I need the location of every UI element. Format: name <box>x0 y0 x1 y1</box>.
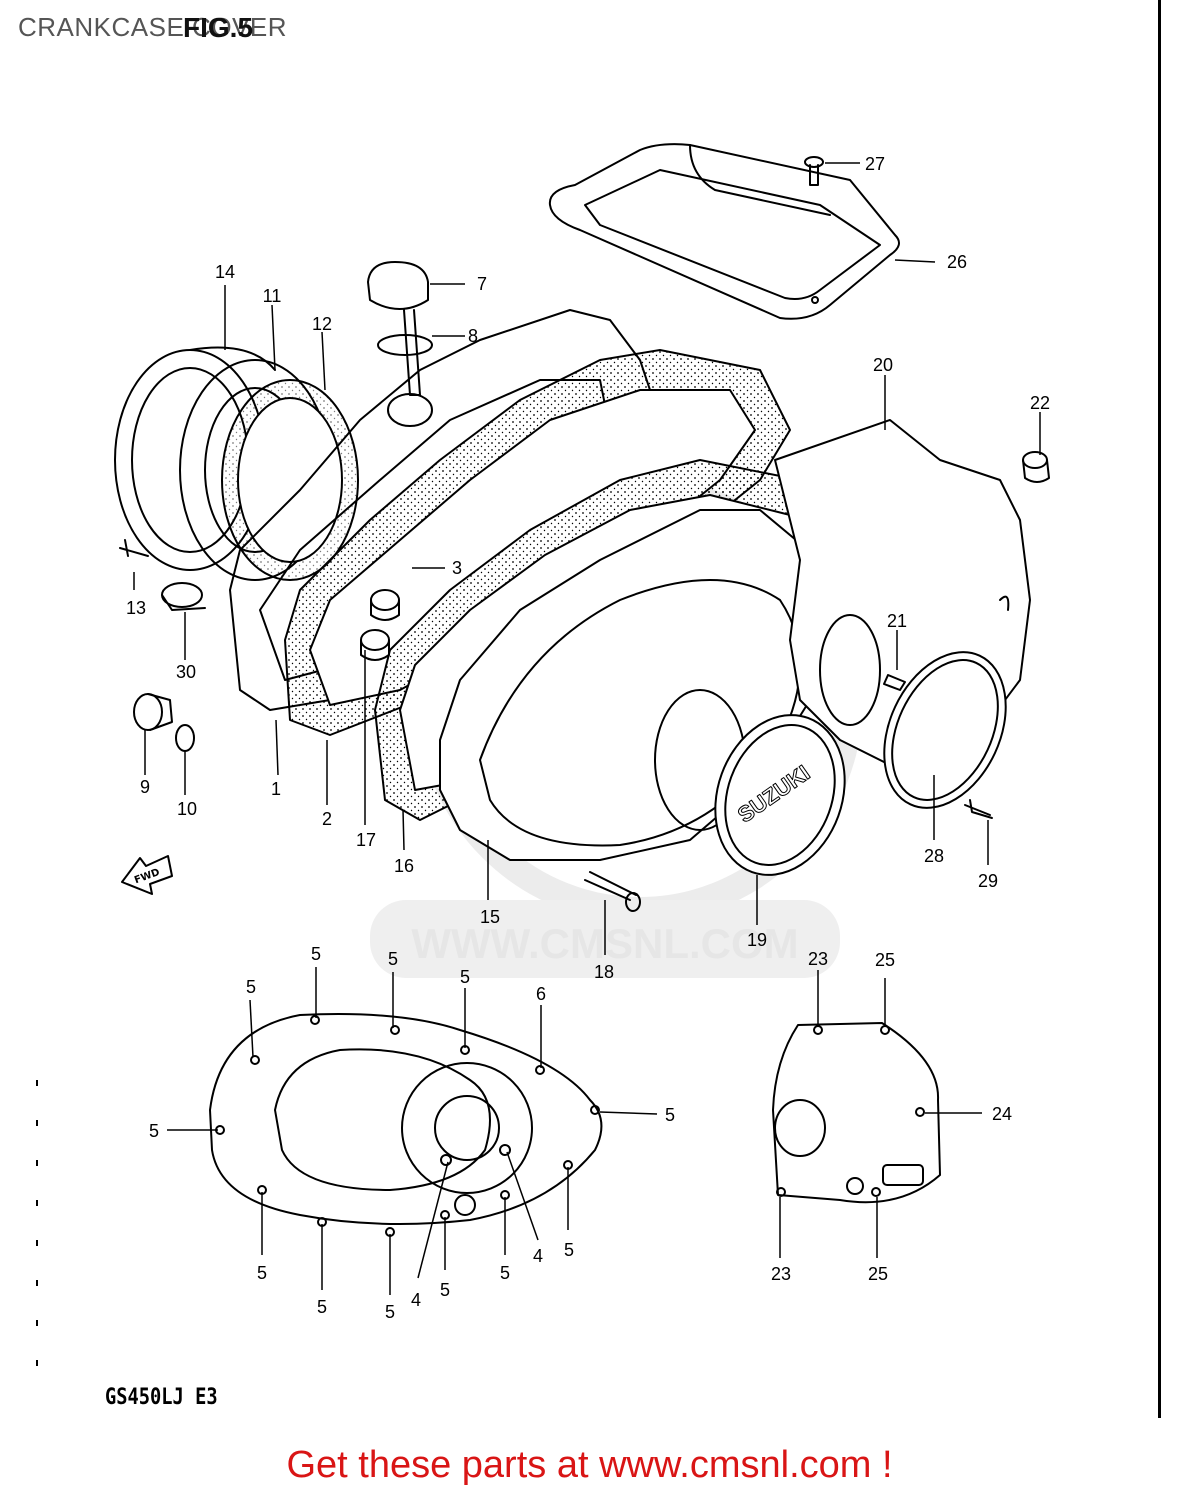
dowel-part-22 <box>1022 451 1050 483</box>
left-tick-marks <box>36 1080 38 1400</box>
top-cover-part <box>548 143 900 320</box>
gasket-part-24 <box>772 1022 941 1204</box>
part-label-5: 5 <box>500 1263 510 1283</box>
small-cover-part-28 <box>883 651 1007 809</box>
bolt-part-13 <box>119 539 149 557</box>
part-label-20: 20 <box>873 355 893 375</box>
clutch-cover-gasket-part-6 <box>209 1013 603 1237</box>
part-number-labels: 27 26 14 11 12 7 8 20 22 3 13 30 21 9 10… <box>126 154 1050 1322</box>
screw-part-27 <box>804 156 824 186</box>
figure-label: FIG.5 <box>183 12 254 43</box>
part-label-14: 14 <box>215 262 235 282</box>
bolt-part-18 <box>584 871 641 912</box>
part-label-16: 16 <box>394 856 414 876</box>
suzuki-badge-part-19: SUZUKI <box>714 714 846 876</box>
model-code: GS450LJ E3 <box>105 1385 218 1410</box>
bolt-part-29 <box>964 799 993 819</box>
part-label-2: 2 <box>322 809 332 829</box>
dowel-pin-part-3 <box>370 589 400 621</box>
part-label-18: 18 <box>594 962 614 982</box>
part-label-30: 30 <box>176 662 196 682</box>
drain-plug-part-9 <box>133 693 173 731</box>
part-label-23a: 23 <box>808 949 828 969</box>
part-label-24: 24 <box>992 1104 1012 1124</box>
part-label-11: 11 <box>263 286 282 306</box>
part-label-5: 5 <box>460 967 470 987</box>
leader-lines <box>133 162 1041 1295</box>
part-label-5: 5 <box>257 1263 267 1283</box>
part-label-5: 5 <box>388 949 398 969</box>
part-label-26: 26 <box>947 252 967 272</box>
part-label-5: 5 <box>385 1302 395 1322</box>
part-label-19: 19 <box>747 930 767 950</box>
part-label-7: 7 <box>477 274 487 294</box>
part-label-22: 22 <box>1030 393 1050 413</box>
part-label-6: 6 <box>536 984 546 1004</box>
part-label-15: 15 <box>480 907 500 927</box>
part-label-5: 5 <box>246 977 256 997</box>
part-label-4a: 4 <box>411 1290 421 1310</box>
part-label-23b: 23 <box>771 1264 791 1284</box>
part-label-5: 5 <box>317 1297 327 1317</box>
part-label-5: 5 <box>149 1121 159 1141</box>
switch-part-30 <box>161 582 206 611</box>
part-label-9: 9 <box>140 777 150 797</box>
washer-part-10 <box>175 724 195 752</box>
part-label-5: 5 <box>311 944 321 964</box>
fwd-arrow-icon: FWD <box>121 855 173 895</box>
part-label-5: 5 <box>665 1105 675 1125</box>
part-label-25a: 25 <box>875 950 895 970</box>
part-label-17: 17 <box>356 830 376 850</box>
part-label-27: 27 <box>865 154 885 174</box>
right-border-line <box>1158 0 1161 1418</box>
part-label-3: 3 <box>452 558 462 578</box>
part-label-25b: 25 <box>868 1264 888 1284</box>
oil-cap-part-7 <box>367 261 429 396</box>
part-label-12: 12 <box>312 314 332 334</box>
part-label-21: 21 <box>887 611 907 631</box>
part-label-1: 1 <box>271 779 281 799</box>
plug-part-21 <box>883 674 906 691</box>
part-label-29: 29 <box>978 871 998 891</box>
part-label-4b: 4 <box>533 1246 543 1266</box>
part-label-28: 28 <box>924 846 944 866</box>
get-parts-link[interactable]: Get these parts at www.cmsnl.com ! <box>286 1444 893 1486</box>
part-label-10: 10 <box>177 799 197 819</box>
part-label-5: 5 <box>440 1280 450 1300</box>
part-label-8: 8 <box>468 326 478 346</box>
part-label-5: 5 <box>564 1240 574 1260</box>
page-title: CRANKCASE COVER <box>18 12 287 42</box>
part-label-13: 13 <box>126 598 146 618</box>
gasket-part-12 <box>221 379 359 581</box>
o-ring-part-8 <box>377 334 433 356</box>
